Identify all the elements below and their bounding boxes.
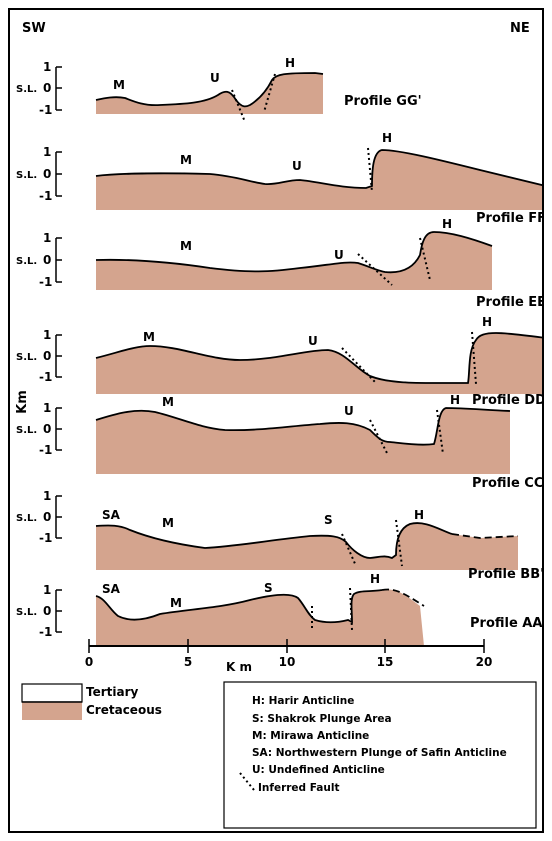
- svg-text:0: 0: [43, 81, 51, 95]
- svg-text:1: 1: [43, 489, 51, 503]
- svg-text:U: U: [334, 248, 344, 262]
- ee-title: Profile EE': [476, 295, 542, 310]
- svg-text:M: M: [170, 596, 182, 610]
- ff-cretaceous: [96, 150, 542, 210]
- aa-title: Profile AA': [470, 616, 542, 631]
- svg-text:M: M: [162, 516, 174, 530]
- gg-label-h: H: [285, 56, 295, 70]
- svg-text:H: H: [370, 572, 380, 586]
- svg-text:0: 0: [43, 422, 51, 436]
- svg-text:S.L.: S.L.: [16, 425, 37, 436]
- svg-text:20: 20: [476, 655, 493, 669]
- profile-ee: 1 S.L. 0 -1 M U H Profile EE': [16, 217, 542, 310]
- svg-text:S.L.: S.L.: [16, 84, 37, 95]
- lithology-legend: Tertiary Cretaceous: [22, 684, 162, 720]
- svg-text:M: M: [180, 239, 192, 253]
- svg-text:SA: Northwestern Plunge of Saf: SA: Northwestern Plunge of Safin Anticli…: [252, 747, 507, 759]
- ne-label: NE: [510, 21, 530, 36]
- gg-title: Profile GG': [344, 94, 422, 109]
- svg-text:-1: -1: [39, 625, 52, 639]
- svg-text:S.L.: S.L.: [16, 170, 37, 181]
- svg-text:U: U: [292, 159, 302, 173]
- svg-text:H: H: [414, 508, 424, 522]
- abbreviation-key: H: Harir Anticline S: Shakrok Plunge Are…: [224, 682, 536, 828]
- svg-text:10: 10: [279, 655, 296, 669]
- svg-text:S: S: [264, 581, 273, 595]
- svg-text:M: M: [162, 395, 174, 409]
- svg-text:0: 0: [43, 510, 51, 524]
- svg-text:H: H: [382, 131, 392, 145]
- svg-text:H: H: [450, 393, 460, 407]
- profile-bb: 1 S.L. 0 -1 SA M S H Profile BB': [16, 489, 542, 582]
- profile-cc: 1 S.L. 0 -1 M U H Profile CC': [16, 393, 542, 491]
- svg-text:0: 0: [85, 655, 93, 669]
- svg-text:SA: SA: [102, 508, 121, 522]
- cross-section-diagram: SW NE Km 1 S.L. 0 -1 M U H Profile GG' 1…: [10, 10, 542, 831]
- sw-label: SW: [22, 21, 46, 36]
- svg-text:-1: -1: [39, 189, 52, 203]
- svg-text:H: H: [442, 217, 452, 231]
- y-axis-unit-label: Km: [15, 390, 30, 414]
- svg-text:S.L.: S.L.: [16, 352, 37, 363]
- svg-text:U: Undefined Anticline: U: Undefined Anticline: [252, 764, 385, 776]
- dd-title: Profile DD': [472, 393, 542, 408]
- svg-text:1: 1: [43, 145, 51, 159]
- svg-text:M: M: [180, 153, 192, 167]
- svg-text:1: 1: [43, 60, 51, 74]
- svg-text:15: 15: [377, 655, 394, 669]
- bb-cretaceous: [96, 523, 518, 570]
- svg-text:S.L.: S.L.: [16, 513, 37, 524]
- profile-gg: 1 S.L. 0 -1 M U H Profile GG': [16, 56, 422, 122]
- cc-cretaceous: [96, 408, 510, 474]
- svg-text:0: 0: [43, 349, 51, 363]
- gg-label-m: M: [113, 78, 125, 92]
- svg-text:1: 1: [43, 231, 51, 245]
- svg-text:H: Harir Anticline: H: Harir Anticline: [252, 695, 354, 707]
- profile-dd: 1 S.L. 0 -1 M U H Profile DD': [16, 315, 542, 408]
- svg-text:Cretaceous: Cretaceous: [86, 703, 162, 717]
- figure-frame: SW NE Km 1 S.L. 0 -1 M U H Profile GG' 1…: [8, 8, 544, 833]
- profile-ff: 1 S.L. 0 -1 M U H Profile FF': [16, 131, 542, 226]
- svg-text:M: Mirawa Anticline: M: Mirawa Anticline: [252, 730, 369, 742]
- svg-text:1: 1: [43, 401, 51, 415]
- svg-text:-1: -1: [39, 370, 52, 384]
- svg-text:1: 1: [43, 583, 51, 597]
- svg-text:0: 0: [43, 604, 51, 618]
- svg-text:-1: -1: [39, 103, 52, 117]
- tertiary-swatch: [22, 684, 82, 702]
- svg-text:Tertiary: Tertiary: [86, 685, 139, 699]
- svg-text:-1: -1: [39, 443, 52, 457]
- profile-aa: 1 S.L. 0 -1 SA M S H Profile AA': [16, 572, 542, 646]
- x-axis-unit-label: K m: [226, 660, 252, 674]
- cc-title: Profile CC': [472, 476, 542, 491]
- svg-text:0: 0: [43, 167, 51, 181]
- svg-text:-1: -1: [39, 531, 52, 545]
- svg-text:0: 0: [43, 253, 51, 267]
- svg-text:U: U: [308, 334, 318, 348]
- cretaceous-swatch: [22, 702, 82, 720]
- svg-text:S.L.: S.L.: [16, 256, 37, 267]
- svg-text:5: 5: [184, 655, 192, 669]
- svg-text:SA: SA: [102, 582, 121, 596]
- svg-text:Inferred Fault: Inferred Fault: [258, 782, 339, 794]
- svg-text:S: Shakrok Plunge Area: S: Shakrok Plunge Area: [252, 713, 392, 725]
- svg-text:S: S: [324, 513, 333, 527]
- svg-text:U: U: [344, 404, 354, 418]
- bb-title: Profile BB': [468, 567, 542, 582]
- svg-text:S.L.: S.L.: [16, 607, 37, 618]
- svg-text:1: 1: [43, 328, 51, 342]
- ff-title: Profile FF': [476, 211, 542, 226]
- svg-text:M: M: [143, 330, 155, 344]
- svg-text:-1: -1: [39, 275, 52, 289]
- gg-label-u: U: [210, 71, 220, 85]
- svg-text:H: H: [482, 315, 492, 329]
